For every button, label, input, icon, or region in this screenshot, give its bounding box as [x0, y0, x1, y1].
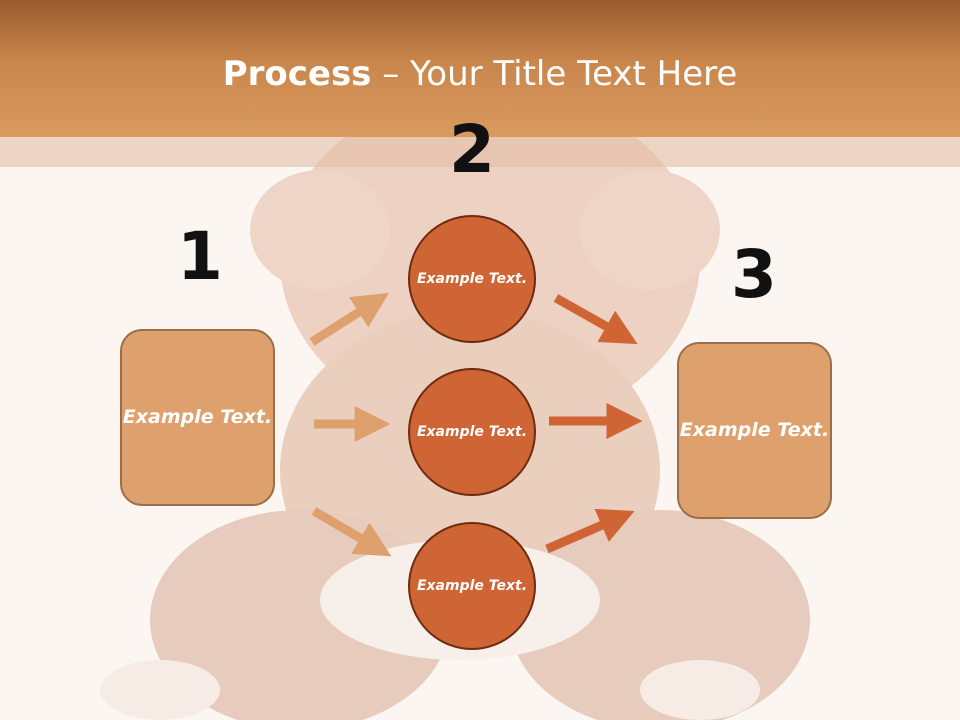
title-rest: – Your Title Text Here	[371, 54, 738, 94]
arrow-top-to-right	[553, 294, 638, 345]
left-box-label: Example Text.	[122, 406, 273, 428]
arrow-bottom-to-right	[545, 508, 635, 554]
header-band	[0, 137, 960, 167]
circle-top: Example Text.	[408, 215, 536, 343]
header-bar	[0, 0, 960, 137]
arrow-left-to-top	[309, 292, 389, 346]
left-box: Example Text.	[120, 329, 275, 506]
page-title: Process – Your Title Text Here	[0, 52, 960, 96]
arrow-left-to-bottom	[311, 507, 392, 557]
circle-middle: Example Text.	[408, 368, 536, 496]
circle-bottom-label: Example Text.	[416, 577, 528, 594]
title-bold: Process	[222, 54, 372, 94]
right-box-label: Example Text.	[679, 419, 830, 441]
circle-bottom: Example Text.	[408, 522, 536, 650]
step-number-2: 2	[449, 111, 495, 188]
right-box: Example Text.	[677, 342, 832, 519]
step-number-1: 1	[177, 218, 223, 295]
circle-top-label: Example Text.	[416, 270, 528, 287]
step-number-3: 3	[731, 236, 777, 313]
circle-middle-label: Example Text.	[416, 423, 528, 440]
